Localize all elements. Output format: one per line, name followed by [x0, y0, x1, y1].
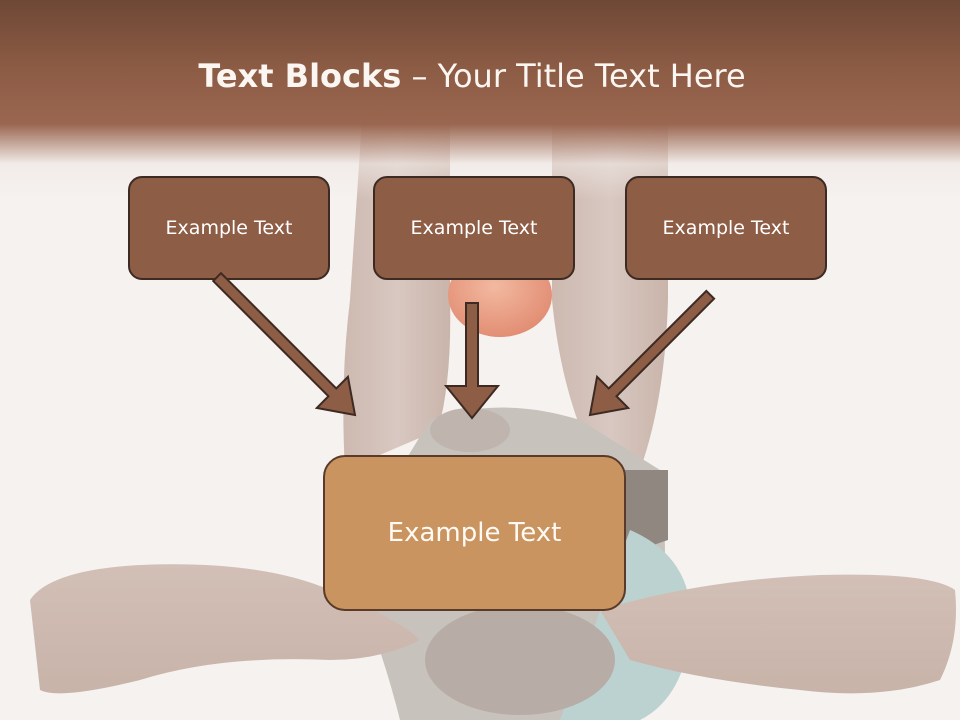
title-header-band [0, 0, 960, 200]
arrow-middle-vertical [443, 302, 501, 420]
arrow-right-diagonal [588, 289, 716, 417]
title-rest-part: Your Title Text Here [437, 57, 746, 95]
page-title: Text Blocks – Your Title Text Here [0, 52, 944, 100]
text-block-top-right-label: Example Text [662, 217, 790, 239]
text-block-top-left-label: Example Text [165, 217, 293, 239]
text-block-center-label: Example Text [387, 518, 562, 548]
text-block-top-middle[interactable]: Example Text [373, 176, 575, 280]
title-dash: – [401, 57, 438, 95]
text-block-top-middle-label: Example Text [410, 217, 538, 239]
title-bold-part: Text Blocks [198, 57, 402, 95]
text-block-top-right[interactable]: Example Text [625, 176, 827, 280]
text-block-top-left[interactable]: Example Text [128, 176, 330, 280]
text-block-center[interactable]: Example Text [323, 455, 626, 611]
arrow-left-diagonal [211, 271, 357, 417]
